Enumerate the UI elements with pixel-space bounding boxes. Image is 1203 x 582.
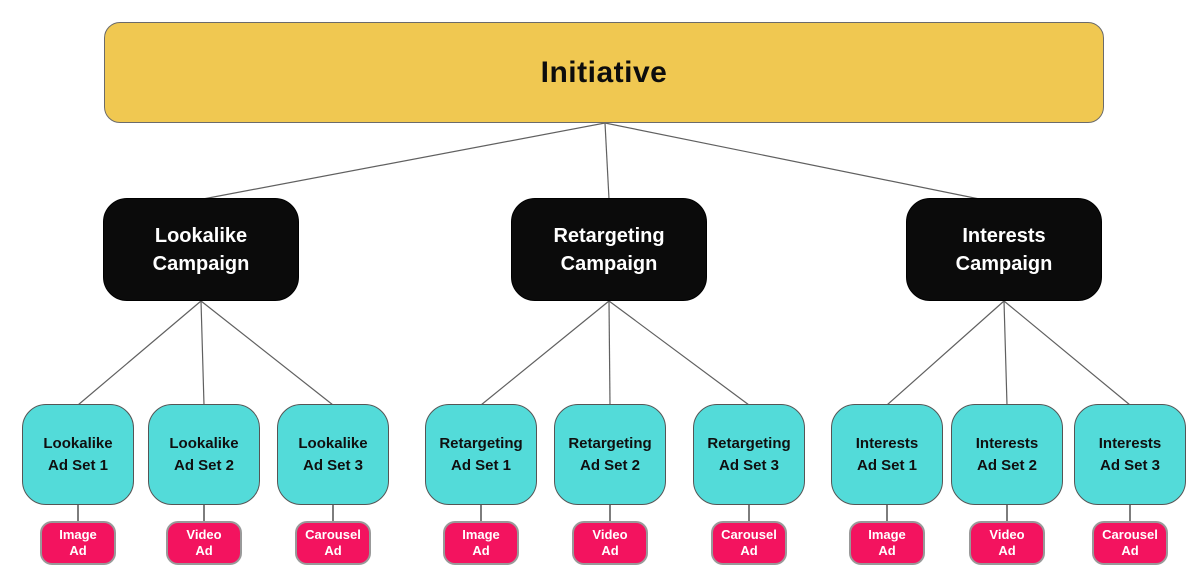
- node-retargeting-video-ad: Video Ad: [572, 521, 648, 565]
- node-interests-ad-set-3: Interests Ad Set 3: [1074, 404, 1186, 505]
- node-lookalike-campaign: Lookalike Campaign: [103, 198, 299, 301]
- connector-root-interests: [604, 122, 1005, 205]
- node-interests-carousel-ad: Carousel Ad: [1092, 521, 1168, 565]
- node-initiative: Initiative: [104, 22, 1104, 123]
- node-retargeting-ad-set-2: Retargeting Ad Set 2: [554, 404, 666, 505]
- connector-retargeting-adset3: [608, 300, 750, 406]
- node-interests-image-ad: Image Ad: [849, 521, 925, 565]
- node-retargeting-ad-set-3: Retargeting Ad Set 3: [693, 404, 805, 505]
- node-lookalike-ad-set-2: Lookalike Ad Set 2: [148, 404, 260, 505]
- connector-root-retargeting: [604, 122, 610, 200]
- node-lookalike-image-ad: Image Ad: [40, 521, 116, 565]
- connector-interests-adset3: [1003, 300, 1131, 406]
- node-lookalike-ad-set-3: Lookalike Ad Set 3: [277, 404, 389, 505]
- node-retargeting-image-ad: Image Ad: [443, 521, 519, 565]
- connector-lookalike-adset1: [77, 300, 202, 406]
- node-lookalike-carousel-ad: Carousel Ad: [295, 521, 371, 565]
- node-interests-ad-set-1: Interests Ad Set 1: [831, 404, 943, 505]
- connector-lookalike-adset2: [200, 300, 205, 406]
- connector-root-lookalike: [202, 122, 606, 200]
- connector-interests-adset1: [886, 300, 1005, 406]
- node-interests-ad-set-2: Interests Ad Set 2: [951, 404, 1063, 505]
- node-retargeting-ad-set-1: Retargeting Ad Set 1: [425, 404, 537, 505]
- connector-interests-adset2: [1003, 300, 1008, 406]
- node-lookalike-video-ad: Video Ad: [166, 521, 242, 565]
- node-retargeting-carousel-ad: Carousel Ad: [711, 521, 787, 565]
- node-interests-video-ad: Video Ad: [969, 521, 1045, 565]
- node-retargeting-campaign: Retargeting Campaign: [511, 198, 707, 301]
- connector-retargeting-adset2: [608, 300, 611, 406]
- connector-retargeting-adset1: [480, 300, 610, 406]
- connector-lookalike-adset3: [200, 300, 334, 406]
- node-interests-campaign: Interests Campaign: [906, 198, 1102, 301]
- node-lookalike-ad-set-1: Lookalike Ad Set 1: [22, 404, 134, 505]
